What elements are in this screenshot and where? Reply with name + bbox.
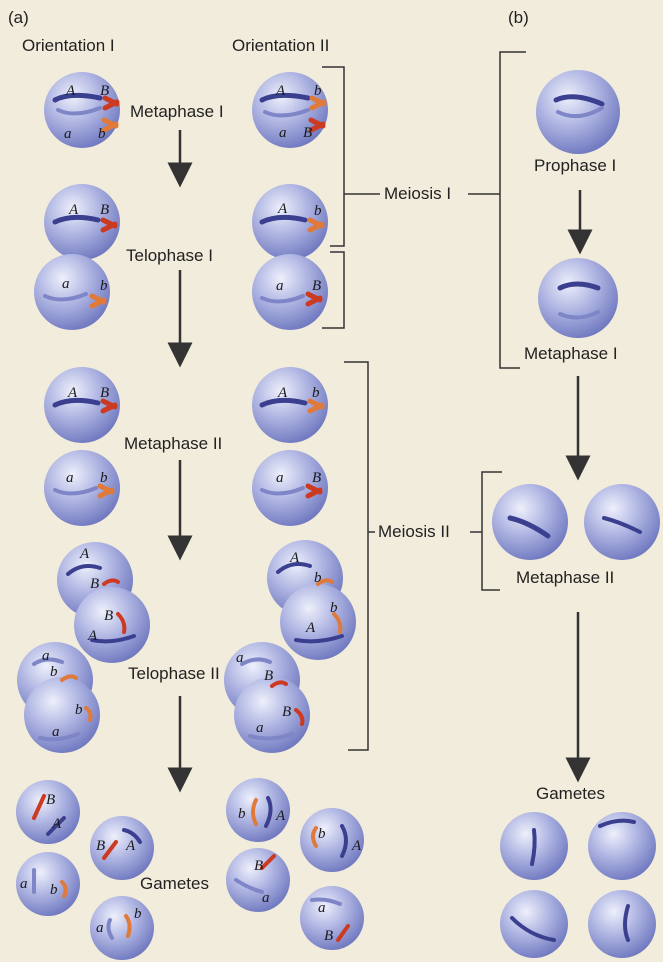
orientation-2-label: Orientation II <box>232 36 329 56</box>
panel-a-label: (a) <box>8 8 29 28</box>
allele-b: b <box>330 600 338 616</box>
allele-A: A <box>275 83 286 99</box>
allele-B: B <box>100 202 109 218</box>
allele-A: A <box>275 808 286 824</box>
allele-A: A <box>305 620 316 636</box>
allele-B: B <box>312 470 321 486</box>
allele-A: A <box>68 202 79 218</box>
cell-metaphase2-orient2: A b a B <box>252 367 328 526</box>
allele-b: b <box>314 570 322 586</box>
allele-a: a <box>64 126 72 142</box>
stage-b-prophase-1: Prophase I <box>534 156 616 176</box>
allele-a: a <box>62 276 70 292</box>
allele-b: b <box>312 385 320 401</box>
orientation-1-label: Orientation I <box>22 36 115 56</box>
stage-b-metaphase-1: Metaphase I <box>524 344 618 364</box>
allele-A: A <box>125 838 136 854</box>
stage-metaphase-2: Metaphase II <box>124 434 222 454</box>
allele-b: b <box>100 470 108 486</box>
allele-a: a <box>20 876 28 892</box>
allele-a: a <box>236 650 244 666</box>
allele-b: b <box>134 906 142 922</box>
allele-a: a <box>318 900 326 916</box>
allele-A: A <box>277 201 288 217</box>
stage-metaphase-1: Metaphase I <box>130 102 224 122</box>
cell-metaphase1-orient2: A b a B <box>252 72 328 148</box>
allele-B: B <box>46 792 55 808</box>
allele-a: a <box>96 920 104 936</box>
allele-B: B <box>100 385 109 401</box>
cell-telophase2-orient2: A b b A a B B a <box>224 540 356 753</box>
allele-b: b <box>50 882 58 898</box>
allele-A: A <box>289 550 300 566</box>
cell-telophase2-orient1: A B B A a b b a <box>17 542 150 753</box>
allele-b: b <box>318 826 326 842</box>
allele-a: a <box>66 470 74 486</box>
allele-b: b <box>98 126 106 142</box>
allele-A: A <box>51 816 62 832</box>
stage-telophase-1: Telophase I <box>126 246 213 266</box>
allele-a: a <box>256 720 264 736</box>
stage-gametes-a: Gametes <box>140 874 209 894</box>
allele-b: b <box>314 203 322 219</box>
meiosis-1-label: Meiosis I <box>384 184 451 204</box>
allele-A: A <box>87 628 98 644</box>
allele-B: B <box>282 704 291 720</box>
stage-b-gametes: Gametes <box>536 784 605 804</box>
stage-b-metaphase-2: Metaphase II <box>516 568 614 588</box>
allele-B: B <box>90 576 99 592</box>
allele-A: A <box>65 83 76 99</box>
allele-B: B <box>312 278 321 294</box>
gametes-panel-b <box>500 812 656 958</box>
meiosis-2-label: Meiosis II <box>378 522 450 542</box>
allele-A: A <box>79 546 90 562</box>
allele-B: B <box>100 83 109 99</box>
cell-telophase1-orient1: A B a b <box>34 184 120 330</box>
allele-B: B <box>264 668 273 684</box>
allele-b: b <box>238 806 246 822</box>
gametes-orient1: B A B A a b a b <box>16 780 154 960</box>
allele-B: B <box>303 125 312 141</box>
panel-b-label: (b) <box>508 8 529 28</box>
cell-b-metaphase2 <box>492 484 660 560</box>
allele-A: A <box>67 385 78 401</box>
cell-b-prophase1 <box>536 70 620 154</box>
cell-metaphase1-orient1: A B a b <box>44 72 120 148</box>
allele-a: a <box>276 470 284 486</box>
stage-telophase-2: Telophase II <box>128 664 220 684</box>
allele-B: B <box>254 858 263 874</box>
allele-B: B <box>324 928 333 944</box>
allele-b: b <box>314 83 322 99</box>
allele-a: a <box>52 724 60 740</box>
bracket-meiosis2 <box>344 362 482 750</box>
allele-a: a <box>262 890 270 906</box>
allele-b: b <box>50 664 58 680</box>
allele-b: b <box>100 278 108 294</box>
allele-A: A <box>351 838 362 854</box>
allele-b: b <box>75 702 83 718</box>
cell-telophase1-orient2: A b a B <box>252 184 328 330</box>
allele-a: a <box>276 278 284 294</box>
gametes-orient2: b A b A B a a B <box>226 778 364 950</box>
allele-A: A <box>277 385 288 401</box>
allele-a: a <box>42 648 50 664</box>
allele-a: a <box>279 125 287 141</box>
allele-B: B <box>96 838 105 854</box>
cell-metaphase2-orient1: A B a b <box>44 367 120 526</box>
allele-B: B <box>104 608 113 624</box>
cell-b-metaphase1 <box>538 258 618 338</box>
